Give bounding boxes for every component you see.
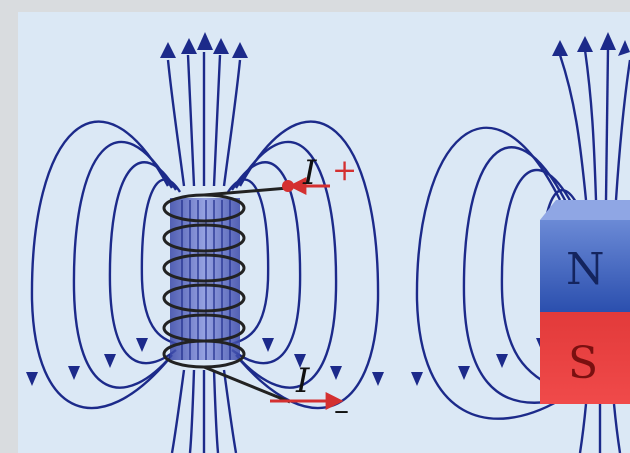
field-arrow bbox=[68, 366, 80, 380]
solenoid-field-lines bbox=[30, 52, 380, 453]
magnet-field-lines bbox=[415, 47, 630, 453]
field-arrow bbox=[26, 372, 38, 386]
field-arrow bbox=[330, 366, 342, 380]
field-line bbox=[227, 178, 270, 347]
magnet-top-face bbox=[540, 200, 630, 220]
current-bottom-label: I bbox=[295, 361, 310, 401]
field-arrow bbox=[213, 38, 229, 54]
field-arrow bbox=[458, 366, 470, 380]
field-arrow bbox=[181, 38, 197, 54]
field-line bbox=[415, 126, 562, 420]
field-line bbox=[186, 54, 196, 187]
field-line bbox=[462, 146, 568, 404]
field-line bbox=[72, 140, 174, 389]
bar-magnet: N S bbox=[540, 200, 630, 404]
field-line bbox=[583, 49, 598, 201]
field-line bbox=[238, 120, 380, 410]
plus-sign: + bbox=[332, 153, 357, 188]
minus-sign: – bbox=[334, 393, 349, 428]
field-line bbox=[108, 161, 178, 365]
field-arrow bbox=[577, 36, 593, 52]
current-top-label: I bbox=[302, 153, 317, 193]
coil-windings bbox=[162, 193, 246, 369]
field-arrow bbox=[600, 32, 616, 50]
field-line bbox=[140, 178, 182, 347]
top-lead-wire bbox=[203, 186, 289, 197]
field-line bbox=[188, 369, 196, 453]
field-line bbox=[170, 369, 186, 453]
solenoid-field-arrows bbox=[26, 32, 384, 386]
bottom-lead-wire bbox=[203, 365, 291, 404]
field-line bbox=[230, 161, 302, 365]
current-indicators: I + I – bbox=[270, 153, 357, 428]
field-line bbox=[558, 54, 588, 201]
field-arrow bbox=[232, 42, 248, 58]
field-arrow bbox=[496, 354, 508, 368]
positive-terminal bbox=[282, 180, 294, 192]
field-arrow bbox=[160, 42, 176, 58]
field-line bbox=[222, 369, 238, 453]
coil-winding bbox=[162, 223, 246, 253]
field-arrow bbox=[372, 372, 384, 386]
north-label: N bbox=[566, 244, 605, 295]
field-arrow bbox=[262, 338, 274, 352]
coil-winding bbox=[162, 253, 246, 283]
field-line bbox=[234, 140, 338, 389]
field-line bbox=[604, 47, 610, 201]
solenoid-coil bbox=[162, 186, 291, 404]
field-line bbox=[212, 369, 220, 453]
coil-winding bbox=[162, 283, 246, 313]
field-line bbox=[614, 59, 630, 201]
south-pole bbox=[540, 312, 630, 404]
field-line bbox=[222, 59, 242, 187]
field-arrow bbox=[197, 32, 213, 50]
field-line bbox=[500, 169, 574, 398]
field-arrow bbox=[552, 40, 568, 56]
field-arrow bbox=[104, 354, 116, 368]
field-arrow bbox=[136, 338, 148, 352]
field-line bbox=[212, 54, 222, 187]
field-arrow bbox=[294, 354, 306, 368]
south-label: S bbox=[568, 338, 598, 389]
field-line bbox=[166, 59, 186, 187]
field-line bbox=[30, 120, 170, 410]
field-line bbox=[612, 403, 622, 453]
north-pole bbox=[540, 220, 630, 312]
field-line bbox=[578, 403, 588, 453]
field-arrow bbox=[411, 372, 423, 386]
diagram-panel bbox=[18, 12, 630, 453]
field-arrow bbox=[618, 40, 630, 56]
